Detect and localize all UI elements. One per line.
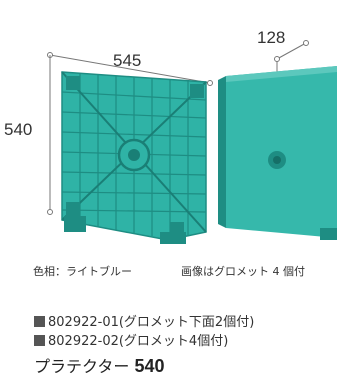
product-title: プラテクター 540	[34, 353, 165, 377]
product-code-list: 802922-01(グロメット下面2個付) 802922-02(グロメット4個付…	[34, 313, 254, 351]
pallet-side-view	[218, 66, 337, 240]
product-code-row: 802922-01(グロメット下面2個付)	[34, 313, 254, 332]
pallet-illustration	[47, 40, 337, 244]
depth-dimension-label: 540	[4, 120, 33, 139]
width-dimension-line	[49, 54, 211, 84]
width-dimension-label: 545	[113, 51, 142, 70]
product-code-row: 802922-02(グロメット4個付)	[34, 332, 254, 351]
product-code: 802922-02(グロメット4個付)	[48, 334, 229, 349]
bullet-square-icon	[34, 316, 45, 327]
product-code: 802922-01(グロメット下面2個付)	[48, 315, 255, 330]
product-name: プラテクター	[34, 357, 130, 376]
pallet-front-view	[61, 71, 207, 244]
height-dimension-label: 128	[257, 28, 286, 47]
bullet-square-icon	[34, 335, 45, 346]
image-note-caption: 画像はグロメット 4 個付	[181, 265, 305, 278]
product-figure: 545 540 128	[4, 28, 337, 244]
color-caption: 色相：ライトブルー	[33, 265, 132, 278]
product-model: 540	[134, 356, 165, 376]
